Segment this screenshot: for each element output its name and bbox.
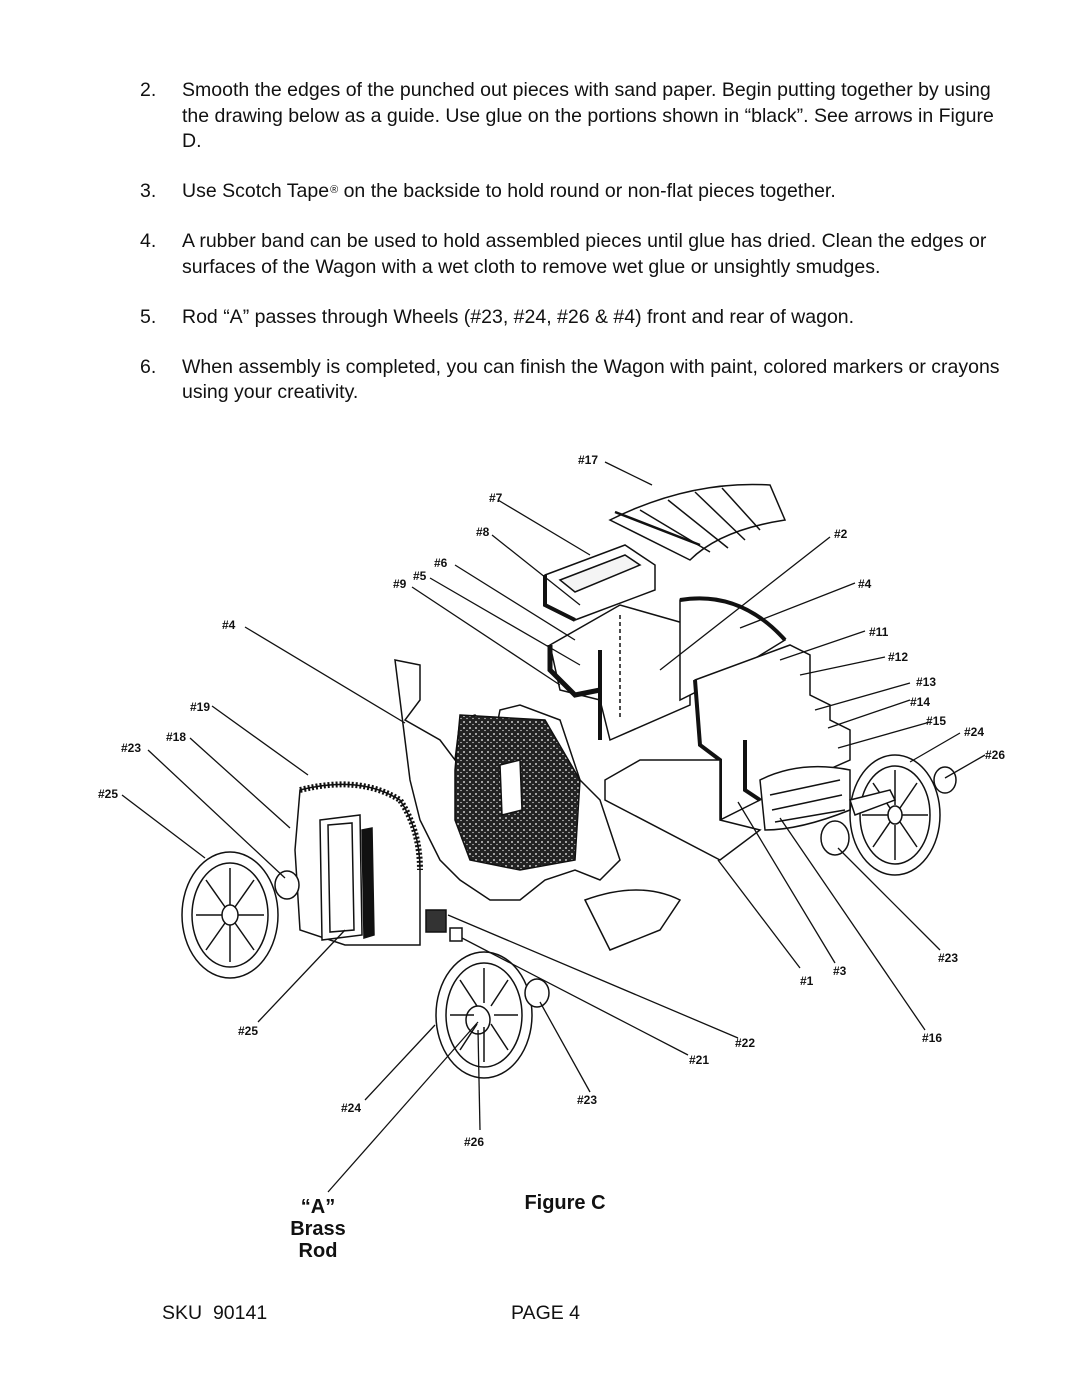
part-label: #26 <box>464 1135 484 1149</box>
part-label: #22 <box>735 1036 755 1050</box>
step-number: 4. <box>140 230 157 252</box>
front-left-wheel <box>435 951 533 1079</box>
part-label: #21 <box>689 1053 709 1067</box>
part-label: #19 <box>190 700 210 714</box>
rod-label-line: Rod <box>298 1240 338 1262</box>
sku-value: 90141 <box>212 1302 268 1324</box>
part-label: #26 <box>985 748 1005 762</box>
rod-label-line: “A” <box>300 1196 336 1218</box>
roof-piece <box>608 483 787 561</box>
step-text: Smooth the edges of the punched out piec… <box>182 79 994 152</box>
part-label: #2 <box>834 527 848 541</box>
instruction-step-2: 2. Smooth the edges of the punched out p… <box>140 78 1000 155</box>
part-label: #18 <box>166 730 186 744</box>
front-body <box>547 604 691 742</box>
step-text: Rod “A” passes through Wheels (#23, #24,… <box>182 305 855 328</box>
step-text-part: Use Scotch Tape <box>182 180 330 202</box>
figure-caption: Figure C <box>524 1192 606 1214</box>
part-label: #24 <box>341 1101 361 1115</box>
seat-box <box>543 544 656 622</box>
sku-label: SKU <box>162 1302 203 1324</box>
part-label: #3 <box>833 964 847 978</box>
instruction-list: 2. Smooth the edges of the punched out p… <box>140 78 1000 430</box>
part-label: #6 <box>434 556 448 570</box>
leader-lines <box>121 461 986 1193</box>
step-number: 6. <box>140 355 157 378</box>
instruction-step-6: 6. When assembly is completed, you can f… <box>140 355 1000 406</box>
instruction-step-4: 4. A rubber band can be used to hold ass… <box>140 229 1000 280</box>
part-label: #23 <box>938 951 958 965</box>
part-label: #4 <box>858 577 872 591</box>
step-text: A rubber band can be used to hold assemb… <box>182 230 987 278</box>
rear-left-wheel <box>181 851 279 979</box>
part-label: #17 <box>578 453 598 467</box>
brass-rod-label: “A” Brass Rod <box>268 1196 368 1262</box>
part-label: #23 <box>121 741 141 755</box>
side-panel <box>394 659 682 951</box>
part-label: #14 <box>910 695 930 709</box>
part-label: #23 <box>577 1093 597 1107</box>
part-label: #4 <box>222 618 236 632</box>
part-label: #12 <box>888 650 908 664</box>
rod-label-line: Brass <box>290 1218 346 1240</box>
part-label: #16 <box>922 1031 942 1045</box>
rear-cab <box>294 781 423 946</box>
step-text: Use Scotch Tape® on the backside to hold… <box>182 179 1000 205</box>
part-label: #13 <box>916 675 936 689</box>
sku-footer: SKU 90141 <box>162 1302 267 1325</box>
rear-left-hub <box>274 870 300 900</box>
step-text-part: on the backside to hold round or non-fla… <box>338 180 836 202</box>
step-text: When assembly is completed, you can fini… <box>182 355 1000 404</box>
part-labels: #17 #7 #8 #6 #5 #9 #2 #4 #11 #12 #13 #14… <box>98 453 1005 1149</box>
instruction-step-3: 3. Use Scotch Tape® on the backside to h… <box>140 179 1000 205</box>
page-number: PAGE 4 <box>511 1302 581 1324</box>
step-number: 2. <box>140 79 157 101</box>
wagon-exploded-diagram: #17 #7 #8 #6 #5 #9 #2 #4 #11 #12 #13 #14… <box>98 453 1005 1193</box>
front-left-hub <box>524 978 550 1008</box>
part-label: #11 <box>869 625 889 639</box>
connector-pieces <box>425 909 463 942</box>
part-label: #8 <box>476 525 490 539</box>
floor-panel <box>604 759 762 861</box>
front-right-wheel <box>849 754 941 876</box>
part-label: #1 <box>800 974 814 988</box>
part-label: #15 <box>926 714 946 728</box>
part-label: #24 <box>964 725 984 739</box>
part-label: #7 <box>489 491 503 505</box>
step-number: 3. <box>140 180 157 202</box>
step-number: 5. <box>140 305 157 328</box>
registered-mark: ® <box>330 184 339 196</box>
part-label: #25 <box>238 1024 258 1038</box>
front-right-hub <box>820 766 957 856</box>
part-label: #9 <box>393 577 407 591</box>
part-label: #25 <box>98 787 118 801</box>
back-canopy <box>679 596 787 702</box>
instruction-step-5: 5. Rod “A” passes through Wheels (#23, #… <box>140 305 1000 331</box>
part-label: #5 <box>413 569 427 583</box>
